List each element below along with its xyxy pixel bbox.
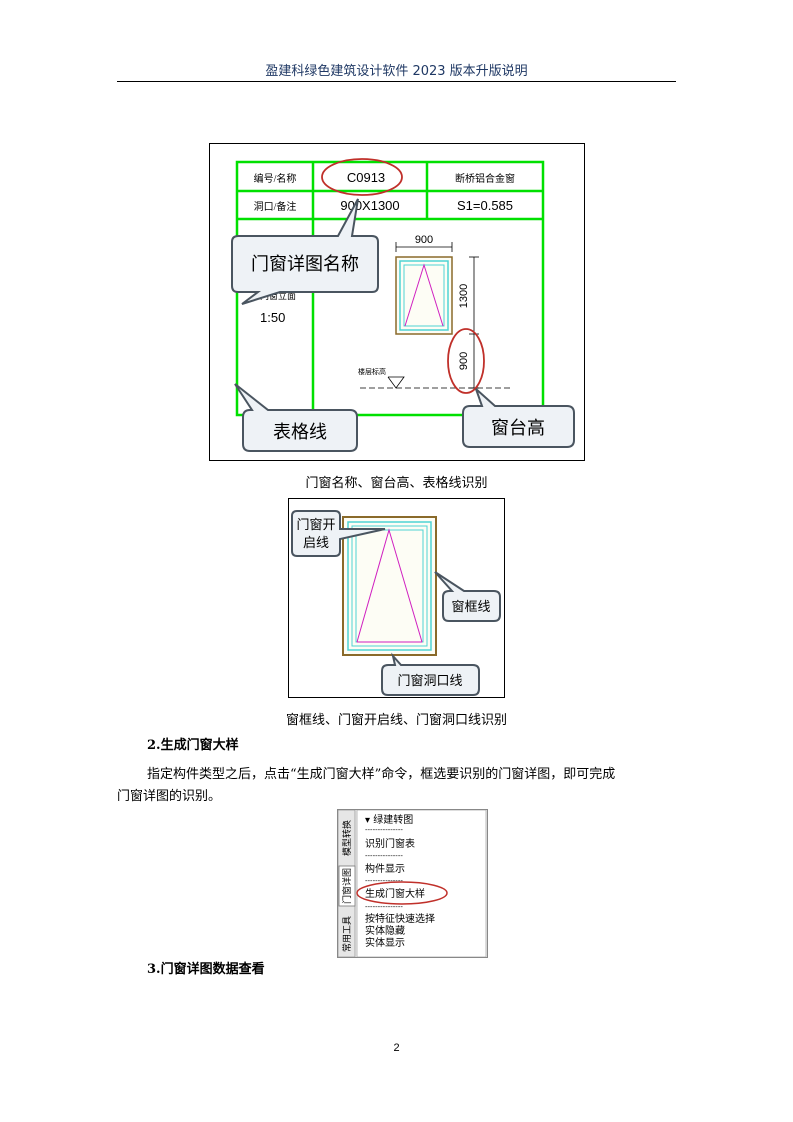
tab-common-tools[interactable]: 常用工具 xyxy=(341,916,353,952)
tab-window-detail[interactable]: 门窗详图 xyxy=(341,868,353,904)
callout-frame-line: 窗框线 xyxy=(434,571,501,622)
cell-opening-label: 洞口/备注 xyxy=(254,200,297,213)
menu-item-hide-solid[interactable]: 实体隐藏 xyxy=(365,924,405,937)
callout-open-line: 门窗开 启线 xyxy=(291,510,386,557)
section3-heading: 3.门窗详图数据查看 xyxy=(147,962,265,977)
cell-opening-value: 900X1300 xyxy=(340,198,399,213)
figure2-caption: 窗框线、门窗开启线、门窗洞口线识别 xyxy=(285,713,507,728)
callout-grid: 表格线 xyxy=(234,383,358,452)
menu-item-select-by-feature[interactable]: 按特征快速选择 xyxy=(365,912,435,925)
cell-id-label: 编号/名称 xyxy=(254,172,297,185)
callout-window-name: 门窗详图名称 xyxy=(231,198,379,305)
figure-window-lines: 门窗开 启线 窗框线 门窗洞口线 xyxy=(288,498,505,698)
callout-window-name-text: 门窗详图名称 xyxy=(251,254,359,275)
callout-open-line-text-2: 启线 xyxy=(303,536,329,551)
menu-title[interactable]: ▾ 绿建转图 xyxy=(365,813,413,826)
floor-level-label: 楼层标高 xyxy=(358,367,386,376)
cell-window-type: 断桥铝合金窗 xyxy=(455,172,515,185)
page-number: 2 xyxy=(393,1042,400,1054)
figure-menu-screenshot: 模型转换 门窗详图 常用工具 ▾ 绿建转图 --------------- 识别… xyxy=(337,809,488,958)
highlight-ellipse-sill xyxy=(447,328,485,394)
menu-item-component-display[interactable]: 构件显示 xyxy=(365,862,405,875)
menu-separator-4: --------------- xyxy=(365,903,403,911)
menu-separator-2: --------------- xyxy=(365,852,403,860)
highlight-ellipse-name xyxy=(321,158,403,196)
section2-heading: 2.生成门窗大样 xyxy=(147,738,239,753)
window-lines-drawing: 门窗开 启线 窗框线 门窗洞口线 xyxy=(291,510,501,696)
dim-sill: 900 xyxy=(458,352,470,370)
window-detail-drawing: 编号/名称 C0913 断桥铝合金窗 洞口/备注 900X1300 S1=0.5… xyxy=(231,158,575,452)
callout-grid-text: 表格线 xyxy=(273,422,327,443)
figure-window-detail-table: 编号/名称 C0913 断桥铝合金窗 洞口/备注 900X1300 S1=0.5… xyxy=(209,143,585,461)
callout-sill: 窗台高 xyxy=(462,388,575,448)
menu-drawing: 模型转换 门窗详图 常用工具 ▾ 绿建转图 --------------- 识别… xyxy=(337,809,487,958)
menu-item-identify-table[interactable]: 识别门窗表 xyxy=(365,837,415,850)
dim-width: 900 xyxy=(415,234,433,246)
menu-separator-3: --------------- xyxy=(365,877,403,885)
figure1-caption: 门窗名称、窗台高、表格线识别 xyxy=(305,476,488,491)
cell-elevation-label: 门窗立面 xyxy=(260,290,296,301)
menu-item-show-solid[interactable]: 实体显示 xyxy=(365,936,405,949)
callout-sill-text: 窗台高 xyxy=(491,418,545,439)
window-elevation xyxy=(395,256,453,335)
header-rule xyxy=(117,81,676,82)
dim-height: 1300 xyxy=(458,284,470,308)
table-grid-lines xyxy=(235,160,545,417)
callout-opening-line: 门窗洞口线 xyxy=(381,652,480,696)
cell-scale: 1:50 xyxy=(260,310,285,325)
highlight-ellipse-generate xyxy=(356,881,448,905)
cell-id-value: C0913 xyxy=(347,170,385,185)
tab-model-convert[interactable]: 模型转换 xyxy=(341,820,353,856)
cell-area-value: S1=0.585 xyxy=(457,198,513,213)
callout-frame-line-text: 窗框线 xyxy=(451,599,490,615)
callout-opening-line-text: 门窗洞口线 xyxy=(397,673,462,689)
section2-body-line1: 指定构件类型之后，点击“生成门窗大样”命令，框选要识别的门窗详图，即可完成 xyxy=(147,767,616,782)
page-header: 盈建科绿色建筑设计软件 2023 版本升版说明 xyxy=(265,64,528,79)
menu-separator-1: --------------- xyxy=(365,826,403,834)
section2-body-line2: 门窗详图的识别。 xyxy=(117,789,222,804)
menu-item-generate-detail[interactable]: 生成门窗大样 xyxy=(365,887,425,900)
callout-open-line-text-1: 门窗开 xyxy=(296,517,335,533)
